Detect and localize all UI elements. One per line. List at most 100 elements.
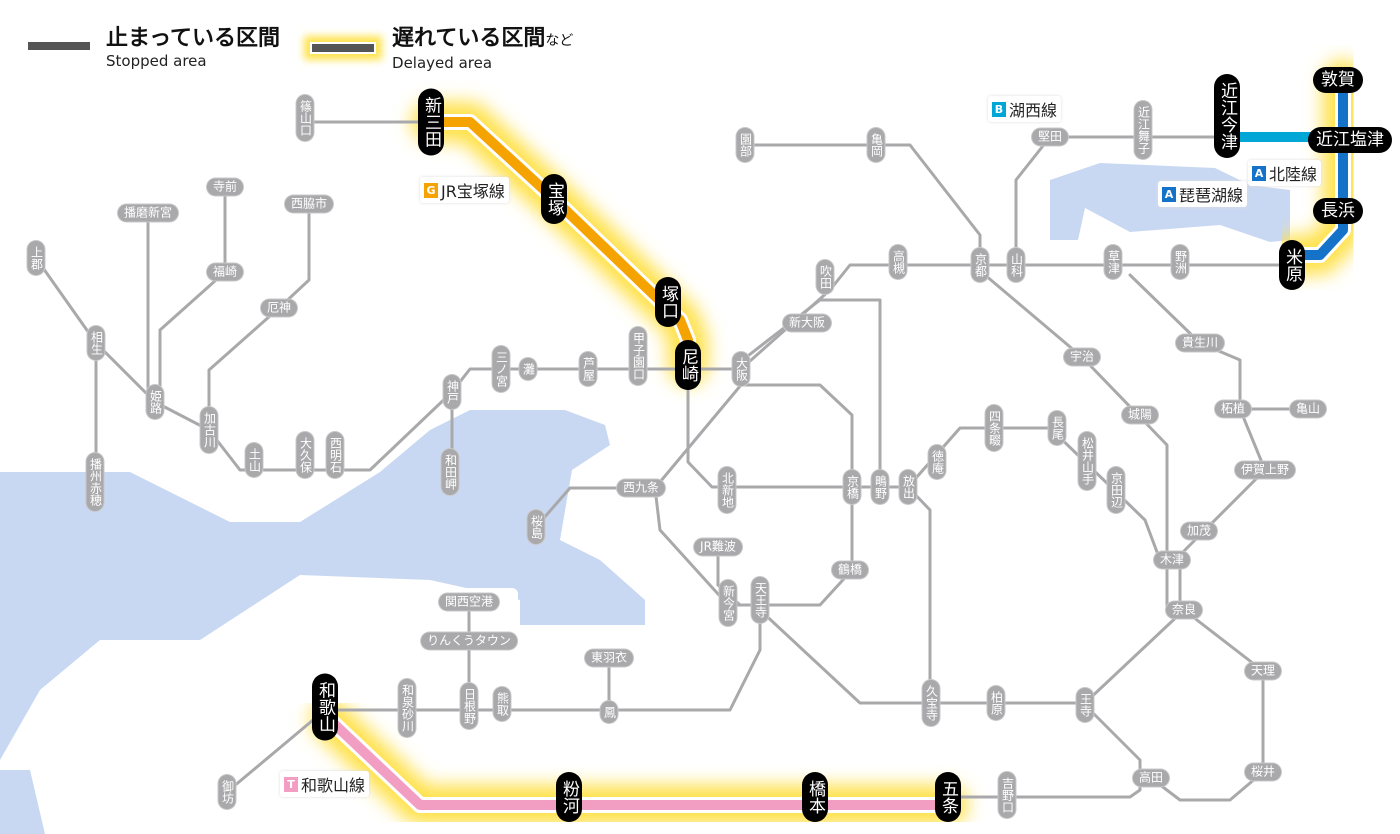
station-delayed[interactable]: 米原 <box>1279 240 1305 290</box>
station-normal[interactable]: 高田 <box>1132 769 1170 787</box>
delayed-swatch <box>310 42 377 54</box>
station-normal[interactable]: 桜井 <box>1244 763 1282 781</box>
station-normal[interactable]: 放出 <box>899 470 917 504</box>
station-normal[interactable]: 和泉砂川 <box>398 679 416 737</box>
station-delayed[interactable]: 塚口 <box>655 277 681 327</box>
rail-line <box>158 185 227 397</box>
station-normal[interactable]: 宇治 <box>1063 348 1101 366</box>
station-normal[interactable]: 新大阪 <box>782 314 832 332</box>
station-normal[interactable]: 伊賀上野 <box>1234 461 1296 479</box>
rail-line <box>983 273 1169 612</box>
station-normal[interactable]: 関西空港 <box>438 593 500 611</box>
station-normal[interactable]: 柘植 <box>1214 400 1252 418</box>
station-normal[interactable]: 福崎 <box>206 263 244 281</box>
station-normal[interactable]: 大阪 <box>732 352 750 386</box>
station-normal[interactable]: 芦屋 <box>579 352 597 386</box>
rail-line <box>225 708 327 794</box>
station-normal[interactable]: 京橋 <box>843 470 861 504</box>
station-delayed[interactable]: 粉河 <box>556 772 582 822</box>
station-normal[interactable]: 上郡 <box>27 241 45 275</box>
station-normal[interactable]: 吹田 <box>816 260 834 294</box>
station-normal[interactable]: 北新地 <box>718 467 736 513</box>
station-normal[interactable]: 野洲 <box>1171 245 1189 279</box>
station-normal[interactable]: 四条畷 <box>985 405 1003 451</box>
station-delayed[interactable]: 和歌山 <box>312 673 338 741</box>
station-normal[interactable]: 鳳 <box>600 701 618 723</box>
station-delayed[interactable]: 宝塚 <box>541 174 567 224</box>
station-normal[interactable]: 鴫野 <box>871 470 889 504</box>
station-normal[interactable]: 王寺 <box>1076 688 1094 722</box>
station-delayed[interactable]: 新三田 <box>418 88 444 156</box>
station-normal[interactable]: 亀岡 <box>867 128 885 162</box>
stopped-swatch <box>28 42 90 50</box>
station-normal[interactable]: 長尾 <box>1048 411 1066 445</box>
station-normal[interactable]: 三ノ宮 <box>492 346 510 392</box>
station-normal[interactable]: 和田岬 <box>441 449 459 495</box>
station-normal[interactable]: 高槻 <box>889 245 907 279</box>
station-normal[interactable]: 加茂 <box>1180 522 1218 540</box>
station-delayed[interactable]: 近江今津 <box>1214 74 1240 158</box>
station-normal[interactable]: 天理 <box>1244 662 1282 680</box>
station-normal[interactable]: 寺前 <box>206 178 244 196</box>
station-delayed[interactable]: 橋本 <box>802 772 828 822</box>
station-normal[interactable]: 篠山口 <box>296 95 314 141</box>
station-normal[interactable]: 草津 <box>1104 245 1122 279</box>
station-normal[interactable]: 柏原 <box>987 686 1005 720</box>
station-normal[interactable]: 城陽 <box>1121 406 1159 424</box>
station-normal[interactable]: 奈良 <box>1165 601 1203 619</box>
station-normal[interactable]: 播磨新宮 <box>117 204 179 222</box>
station-normal[interactable]: 日根野 <box>460 683 478 729</box>
station-delayed[interactable]: 五条 <box>935 772 961 822</box>
line-name: JR宝塚線 <box>441 182 505 201</box>
station-normal[interactable]: 吉野口 <box>998 772 1016 818</box>
station-normal[interactable]: 亀山 <box>1289 400 1327 418</box>
station-normal[interactable]: 桜島 <box>527 510 545 544</box>
station-normal[interactable]: 近江舞子 <box>1134 101 1152 159</box>
station-normal[interactable]: 堅田 <box>1031 128 1069 146</box>
station-normal[interactable]: 西脇市 <box>284 195 334 213</box>
station-normal[interactable]: 山科 <box>1007 248 1025 282</box>
station-normal[interactable]: 御坊 <box>218 775 236 809</box>
station-normal[interactable]: 松井山手 <box>1078 432 1096 490</box>
station-normal[interactable]: 西明石 <box>326 432 344 478</box>
station-normal[interactable]: 厄神 <box>260 299 298 317</box>
station-normal[interactable]: 神戸 <box>443 375 461 409</box>
water-area <box>0 410 645 760</box>
station-normal[interactable]: 京田辺 <box>1107 467 1125 513</box>
station-normal[interactable]: 徳庵 <box>928 445 946 479</box>
station-normal[interactable]: 加古川 <box>200 407 218 453</box>
station-normal[interactable]: 土山 <box>245 443 263 477</box>
station-normal[interactable]: 木津 <box>1153 551 1191 569</box>
station-normal[interactable]: 大久保 <box>296 432 314 478</box>
station-normal[interactable]: 灘 <box>519 358 537 380</box>
legend-delayed: 遅れている区間など Delayed area <box>310 26 573 72</box>
station-normal[interactable]: JR難波 <box>694 538 742 556</box>
station-normal[interactable]: 新今宮 <box>719 580 737 626</box>
station-normal[interactable]: 京都 <box>971 248 989 282</box>
station-normal[interactable]: 播州赤穂 <box>86 453 104 511</box>
line-badge-icon: B <box>992 101 1006 117</box>
station-normal[interactable]: 姫路 <box>146 385 164 419</box>
station-normal[interactable]: 久宝寺 <box>922 680 940 726</box>
station-normal[interactable]: 西九条 <box>616 479 666 497</box>
station-normal[interactable]: 貴生川 <box>1175 334 1225 352</box>
station-normal[interactable]: 甲子園口 <box>629 327 647 385</box>
station-delayed[interactable]: 長浜 <box>1313 198 1363 224</box>
station-normal[interactable]: 東羽衣 <box>584 649 634 667</box>
station-normal[interactable]: 熊取 <box>493 687 511 721</box>
station-normal[interactable]: 天王寺 <box>751 577 769 623</box>
legend: 止まっている区間 Stopped area 遅れている区間など Delayed … <box>28 26 573 72</box>
station-normal[interactable]: 園部 <box>736 128 754 162</box>
station-normal[interactable]: 相生 <box>87 326 105 360</box>
station-delayed[interactable]: 敦賀 <box>1313 67 1363 93</box>
station-delayed[interactable]: 尼崎 <box>675 340 701 390</box>
station-normal[interactable]: りんくうタウン <box>421 632 517 650</box>
line-badge-icon: T <box>284 776 298 792</box>
station-delayed[interactable]: 近江塩津 <box>1308 127 1392 153</box>
station-normal[interactable]: 鶴橋 <box>831 561 869 579</box>
